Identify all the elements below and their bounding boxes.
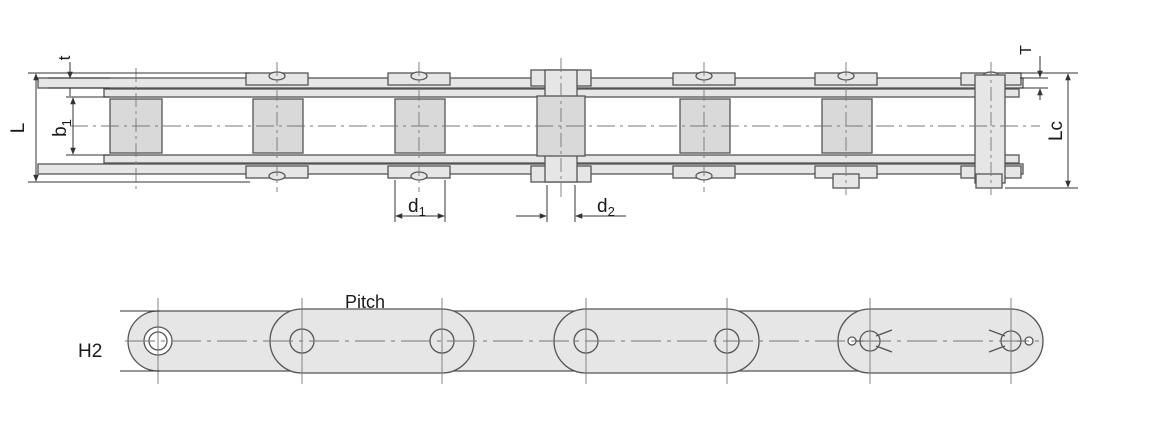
center-lines-top <box>70 58 1040 200</box>
label-Lc: Lc <box>1046 121 1067 141</box>
label-b1: b1 <box>50 119 74 137</box>
label-d2: d2 <box>597 196 615 219</box>
end-pin <box>974 74 1006 184</box>
label-d1: d1 <box>408 196 426 219</box>
label-H2: H2 <box>78 341 102 362</box>
chain-top-view <box>37 69 1024 189</box>
svg-text:b1: b1 <box>50 119 74 137</box>
chain-side-view <box>127 308 1044 374</box>
label-T: T <box>1018 45 1035 55</box>
center-lines-side <box>120 298 1045 384</box>
label-pitch: Pitch <box>345 292 385 312</box>
label-L: L <box>8 123 29 134</box>
label-t: t <box>55 55 74 60</box>
cotter-pin <box>975 173 1003 189</box>
dimensions-top <box>28 56 1078 222</box>
